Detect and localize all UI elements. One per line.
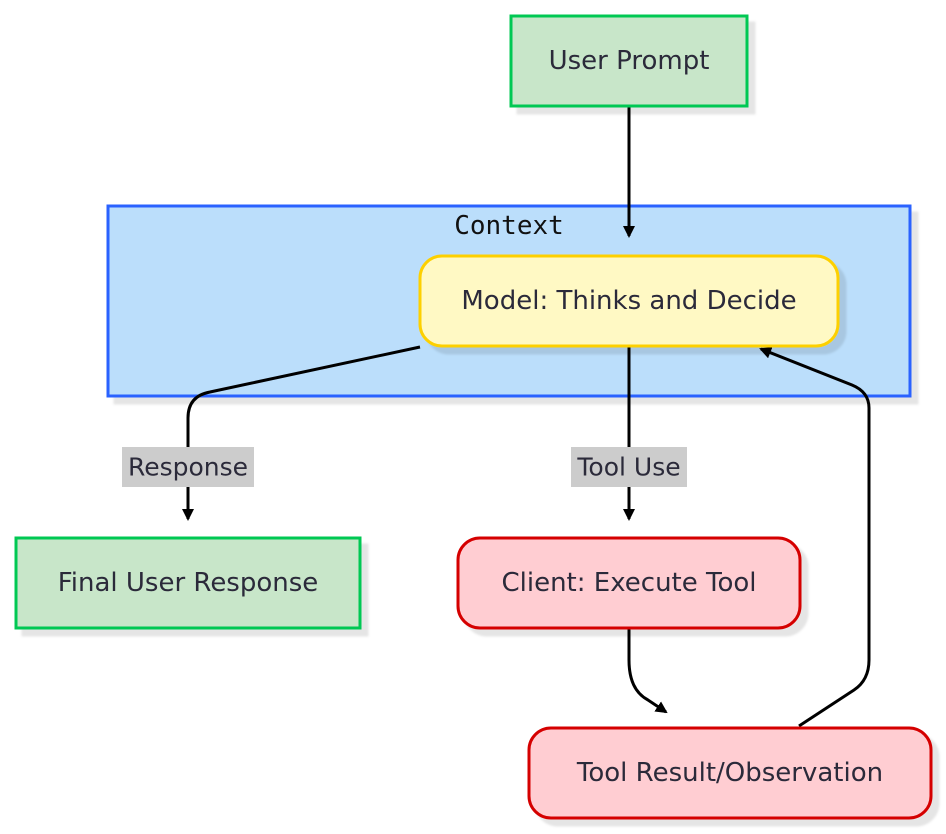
edges [182,106,871,728]
edge-label-response: Response [122,447,254,487]
context-cluster-label: Context [454,211,564,241]
node-user-prompt-box [509,14,749,108]
edge-model-to-final-response [182,345,421,521]
node-user-prompt-label: User Prompt [549,46,710,76]
node-model-box [418,254,840,348]
edge-label-tool-use-text: Tool Use [576,453,680,482]
node-tool-result: Tool Result/Observation [527,726,933,820]
node-final-response-label: Final User Response [58,568,319,598]
node-final-response-box [14,536,362,630]
edge-tool-result-to-model [759,347,871,728]
node-user-prompt: User Prompt [509,14,749,108]
node-tool-result-label: Tool Result/Observation [576,758,883,788]
node-model: Model: Thinks and Decide [418,254,840,348]
node-client: Client: Execute Tool [456,536,802,630]
edge-label-tool-use-bg [571,447,687,487]
edge-client-to-tool-result [627,629,668,714]
node-client-box [456,536,802,630]
edge-label-response-text: Response [128,453,248,482]
edge-label-response-bg [122,447,254,487]
edge-label-tool-use: Tool Use [571,447,687,487]
node-client-label: Client: Execute Tool [501,568,756,598]
node-tool-result-box [527,726,933,820]
node-model-label: Model: Thinks and Decide [461,286,796,316]
node-final-response: Final User Response [14,536,362,630]
